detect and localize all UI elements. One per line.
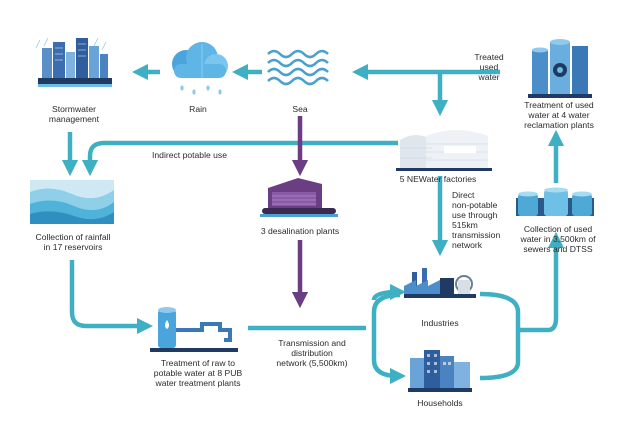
indirect-potable-label: Indirect potable use bbox=[152, 150, 228, 160]
treatment-raw-label: Treatment of raw to potable water at 8 P… bbox=[153, 358, 243, 388]
arrow-households-to-collection bbox=[518, 231, 565, 333]
rain-cloud-icon bbox=[172, 42, 228, 95]
arrow-split-top bbox=[371, 283, 407, 301]
transmission-label: Transmission and distribution network (5… bbox=[276, 338, 348, 368]
sea-waves-icon bbox=[267, 49, 329, 86]
city-skyline-icon bbox=[35, 37, 112, 87]
water-treatment-icon bbox=[150, 307, 238, 352]
sewer-pipes-icon bbox=[516, 187, 594, 216]
sea-label: Sea bbox=[292, 104, 308, 114]
arrow-split-industries bbox=[371, 292, 407, 385]
treated-used-water-label: Treated used water bbox=[474, 52, 504, 82]
collection-used-water-label: Collection of used water in 3,500km of s… bbox=[520, 224, 596, 254]
reclamation-label: Treatment of used water at 4 water recla… bbox=[524, 100, 594, 130]
newater-tanks-icon bbox=[396, 130, 492, 171]
reservoir-icon bbox=[30, 180, 114, 224]
reclamation-plant-icon bbox=[528, 39, 592, 98]
direct-non-potable-label: Direct non-potable use through 515km tra… bbox=[452, 190, 501, 250]
newater-label: 5 NEWater factories bbox=[399, 174, 477, 184]
reservoirs-label: Collection of rainfall in 17 reservoirs bbox=[35, 232, 111, 252]
desalination-plant-icon bbox=[260, 178, 338, 217]
arrow-indirect-potable bbox=[81, 140, 398, 177]
desalination-label: 3 desalination plants bbox=[260, 226, 340, 236]
stormwater-label: Stormwater management bbox=[48, 104, 100, 124]
arrow-reservoirs-to-treatment bbox=[69, 260, 154, 335]
households-label: Households bbox=[417, 398, 463, 408]
households-icon bbox=[408, 350, 472, 392]
arrow-collect-loop bbox=[479, 291, 521, 381]
factory-icon bbox=[404, 268, 476, 298]
rain-label: Rain bbox=[189, 104, 207, 114]
industries-label: Industries bbox=[421, 318, 459, 328]
